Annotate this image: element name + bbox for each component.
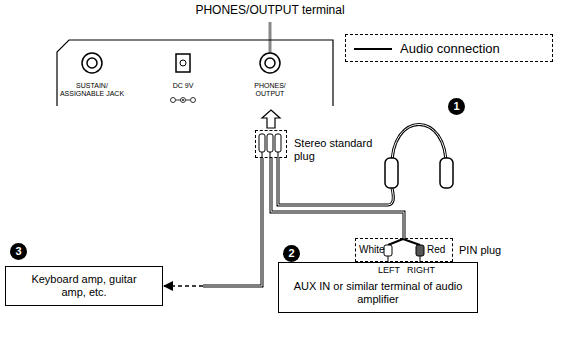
channel-label: RIGHT — [403, 265, 439, 275]
legend-line-sample — [354, 48, 392, 50]
device-label: AUX IN or similar terminal of audio ampl… — [287, 280, 469, 306]
channel-label: LEFT — [371, 265, 407, 275]
callout-number: 2 — [283, 245, 300, 262]
leader-line — [269, 22, 272, 55]
legend-box: Audio connection — [345, 34, 553, 62]
terminal-label: SUSTAIN/ ASSIGNABLE JACK — [55, 82, 129, 98]
stereo-plug — [259, 134, 281, 158]
cable-connector — [271, 158, 404, 238]
plug-label: Stereo standard plug — [294, 137, 386, 163]
headphones — [385, 125, 453, 189]
cable-connector — [164, 158, 262, 286]
terminal-title: PHONES/OUTPUT terminal — [195, 3, 345, 17]
terminal-label: DC 9V — [163, 82, 203, 90]
color-label: White — [359, 244, 385, 255]
amplifier-box: LEFTRIGHT AUX IN or similar terminal of a… — [278, 262, 478, 313]
plug-frame: Stereo standard plug — [255, 130, 287, 158]
pin-plugs — [384, 239, 424, 262]
panel-outline — [55, 38, 335, 108]
device-label: Keyboard amp, guitar amp, etc. — [28, 273, 140, 299]
terminal-label: PHONES/ OUTPUT — [248, 82, 292, 98]
plug-label: PIN plug — [459, 244, 501, 256]
legend-text: Audio connection — [400, 41, 500, 56]
output-device-box: Keyboard amp, guitar amp, etc. — [5, 266, 163, 306]
color-label: Red — [427, 244, 445, 255]
headphone-cord — [278, 158, 393, 205]
callout-number: 1 — [448, 98, 465, 115]
pin-plug-frame: WhiteRedPIN plug — [355, 238, 453, 262]
cable-connector — [262, 110, 280, 128]
headphone-cord — [278, 158, 393, 205]
callout-number: 3 — [10, 243, 27, 260]
keyboard-panel: SUSTAIN/ ASSIGNABLE JACK DC 9V PHONES/ OUT… — [55, 38, 335, 108]
